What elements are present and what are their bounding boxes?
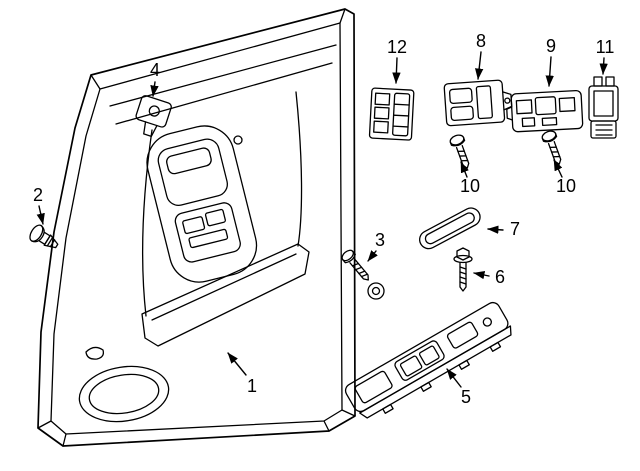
callout-arrow-3	[367, 250, 378, 262]
part-8-switch	[443, 79, 513, 127]
part-9-switch	[506, 89, 584, 133]
callout-arrow-1	[227, 352, 247, 376]
callout-arrow-12	[392, 57, 401, 84]
callout-labels: 1 2 3 4 5 6 7 8 9 10 10 11 12	[33, 31, 614, 407]
part-7-escutcheon	[419, 207, 481, 250]
map-pocket-detail	[141, 243, 310, 347]
callout-arrow-7	[487, 225, 504, 234]
part-11-connector	[588, 76, 619, 139]
part-4-clip	[135, 95, 172, 138]
callout-arrow-6	[473, 270, 490, 280]
callout-label-5: 5	[461, 387, 471, 407]
callout-label-7: 7	[510, 219, 520, 239]
callout-label-4: 4	[150, 60, 160, 80]
door-trim-panel-drawing	[37, 8, 356, 447]
callout-arrow-10-left	[460, 161, 469, 178]
callout-label-10-left: 10	[460, 176, 480, 196]
lock-knob-detail	[233, 135, 243, 145]
callout-label-6: 6	[495, 267, 505, 287]
callout-label-1: 1	[247, 376, 257, 396]
callout-label-10-right: 10	[556, 176, 576, 196]
part-5-finisher	[344, 301, 512, 419]
part-6-screw	[453, 247, 473, 292]
part-3-screw	[341, 249, 385, 300]
callout-label-8: 8	[476, 31, 486, 51]
callout-arrow-9	[545, 56, 554, 87]
callout-arrow-10-right	[553, 159, 563, 178]
callout-label-12: 12	[387, 37, 407, 57]
part-12-switch	[368, 87, 415, 141]
callout-label-3: 3	[375, 230, 385, 250]
callout-arrow-4	[150, 81, 159, 97]
callout-arrows	[36, 51, 608, 388]
speaker-grille-detail	[78, 365, 170, 423]
callout-arrow-5	[446, 368, 462, 388]
callout-arrow-8	[474, 51, 484, 80]
handle-hook-detail	[85, 346, 105, 360]
part-10-screw-right	[541, 130, 562, 165]
callout-arrow-2	[36, 205, 45, 225]
door-grip-detail	[146, 125, 258, 283]
callout-label-2: 2	[33, 185, 43, 205]
callout-arrow-11	[599, 57, 608, 75]
callout-label-11: 11	[596, 37, 615, 57]
part-2-clip	[29, 224, 59, 249]
callout-label-9: 9	[546, 36, 556, 56]
part-10-screw-left	[449, 134, 470, 169]
